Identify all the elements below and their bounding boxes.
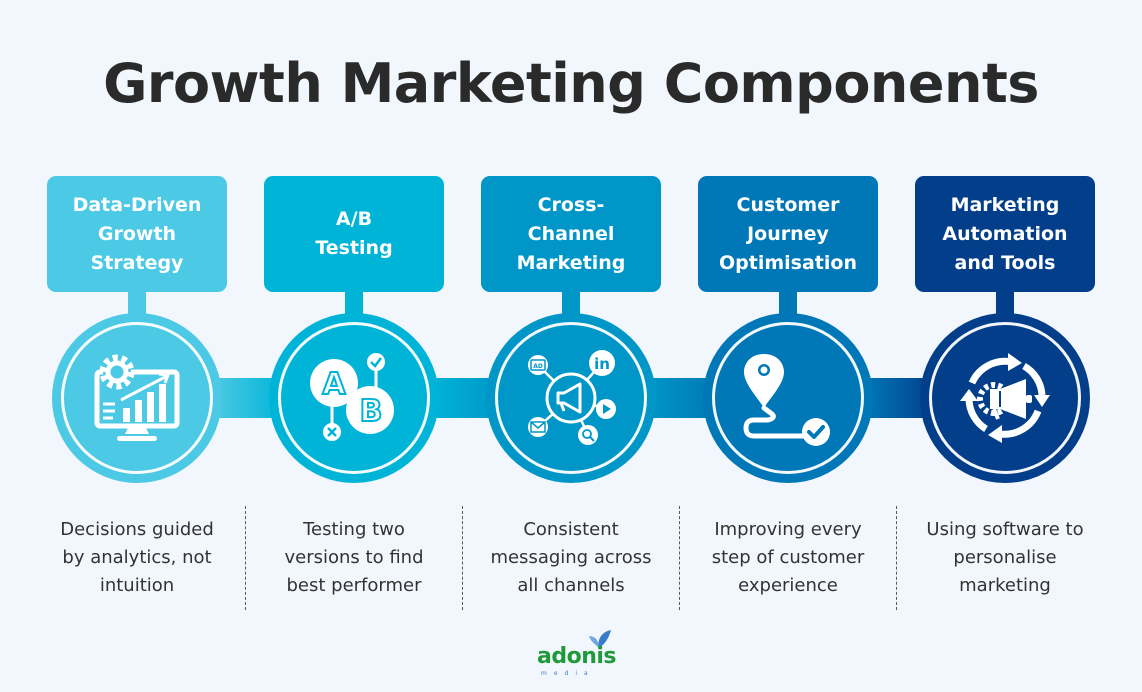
divider: [896, 506, 897, 610]
component-description: Testing two versions to find best perfor…: [284, 519, 424, 596]
butterfly-icon: [589, 630, 611, 648]
component-icon-circle: [920, 313, 1090, 483]
stem: [779, 291, 797, 315]
svg-text:in: in: [594, 355, 610, 373]
component-label-box: A/B Testing: [264, 176, 444, 292]
component-label: Marketing Automation and Tools: [942, 193, 1068, 274]
circle-ring: [495, 322, 647, 474]
adonis-media-logo: adonis media: [537, 630, 617, 680]
circle-ring: [929, 322, 1081, 474]
divider: [679, 506, 680, 610]
stem: [345, 291, 363, 315]
component-label-box: Cross- Channel Marketing: [481, 176, 661, 292]
component-description: Consistent messaging across all channels: [490, 519, 652, 596]
component-label: Data-Driven Growth Strategy: [72, 193, 202, 274]
divider: [462, 506, 463, 610]
component-label: Customer Journey Optimisation: [719, 193, 857, 274]
megaphone-channels-icon: AD in: [528, 350, 616, 445]
circle-ring: [278, 322, 430, 474]
location-path-check-icon: [743, 354, 830, 446]
page-title: Growth Marketing Components: [103, 52, 1039, 115]
circle-ring: [61, 322, 213, 474]
svg-text:B: B: [360, 394, 383, 429]
component-description: Improving every step of customer experie…: [711, 519, 865, 596]
component-label: A/B Testing: [315, 208, 393, 259]
logo-wordmark: adonis: [537, 644, 617, 669]
component-label-box: Data-Driven Growth Strategy: [47, 176, 227, 292]
logo-subtitle: media: [541, 670, 595, 677]
automation-cycle-megaphone-icon: [960, 353, 1050, 443]
divider: [245, 506, 246, 610]
analytics-monitor-gear-icon: [94, 354, 180, 441]
stem: [128, 291, 146, 315]
component-icon-circle: AD in: [486, 313, 656, 483]
component-icon-circle: [703, 313, 873, 483]
stem: [996, 291, 1014, 315]
ab-test-icon: A B: [310, 353, 394, 441]
svg-text:AD: AD: [533, 363, 543, 370]
component-description: Decisions guided by analytics, not intui…: [60, 519, 214, 596]
component-icon-circle: [52, 313, 222, 483]
component-label: Cross- Channel Marketing: [516, 193, 626, 274]
circle-ring: [712, 322, 864, 474]
svg-text:A: A: [322, 367, 346, 402]
component-description: Using software to personalise marketing: [926, 519, 1084, 596]
component-icon-circle: A B: [269, 313, 439, 483]
stem: [562, 291, 580, 315]
component-label-box: Customer Journey Optimisation: [698, 176, 878, 292]
component-label-box: Marketing Automation and Tools: [915, 176, 1095, 292]
